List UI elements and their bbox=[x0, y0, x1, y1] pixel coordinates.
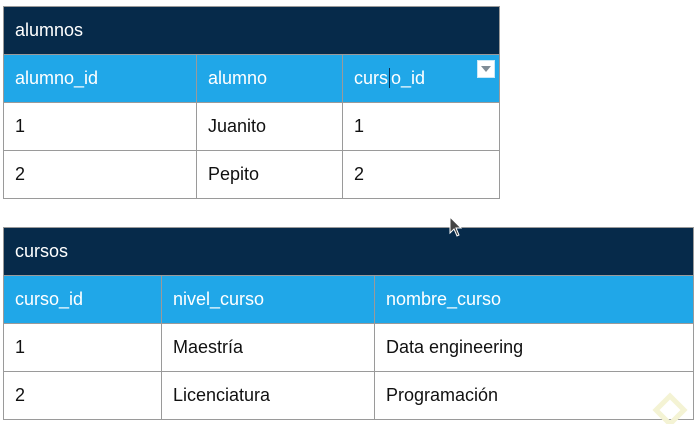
cell-curso-id[interactable]: 1 bbox=[3, 323, 162, 372]
cell-alumno[interactable]: Juanito bbox=[196, 102, 343, 151]
alumnos-table-title: alumnos bbox=[2, 6, 501, 55]
column-header-nivel-curso[interactable]: nivel_curso bbox=[161, 275, 375, 324]
watermark-logo-icon bbox=[652, 392, 688, 424]
cell-nivel-curso[interactable]: Licenciatura bbox=[161, 371, 375, 420]
column-header-alumno-id[interactable]: alumno_id bbox=[3, 54, 197, 103]
column-header-alumno[interactable]: alumno bbox=[196, 54, 343, 103]
cursos-table-title: cursos bbox=[3, 227, 694, 276]
curso-id-header-text-end: o_id bbox=[391, 68, 426, 88]
cell-curso-id[interactable]: 2 bbox=[341, 150, 501, 199]
cell-curso-id[interactable]: 1 bbox=[341, 102, 501, 151]
cursos-title-row: cursos bbox=[3, 227, 694, 276]
column-header-nombre-curso[interactable]: nombre_curso bbox=[374, 275, 694, 324]
cursos-header-row: curso_id nivel_curso nombre_curso bbox=[3, 275, 694, 324]
dropdown-filter-icon[interactable] bbox=[477, 60, 496, 78]
mouse-pointer-icon bbox=[449, 216, 463, 237]
table-row: 2 Licenciatura Programación bbox=[3, 371, 694, 420]
cell-curso-id[interactable]: 2 bbox=[3, 371, 162, 420]
table-row: 1 Maestría Data engineering bbox=[3, 323, 694, 372]
alumnos-title-row: alumnos bbox=[2, 6, 501, 55]
column-header-curso-id[interactable]: curso_id bbox=[3, 275, 162, 324]
cursos-table: cursos curso_id nivel_curso nombre_curso… bbox=[3, 227, 694, 420]
cell-nombre-curso[interactable]: Programación bbox=[374, 371, 694, 420]
table-row: 1 Juanito 1 bbox=[3, 102, 501, 151]
cell-alumno[interactable]: Pepito bbox=[196, 150, 343, 199]
curso-id-header-text-start: curs bbox=[354, 68, 389, 88]
table-row: 2 Pepito 2 bbox=[3, 150, 501, 199]
cell-alumno-id[interactable]: 2 bbox=[3, 150, 197, 199]
cell-nombre-curso[interactable]: Data engineering bbox=[374, 323, 694, 372]
cell-nivel-curso[interactable]: Maestría bbox=[161, 323, 375, 372]
cell-alumno-id[interactable]: 1 bbox=[3, 102, 197, 151]
text-caret bbox=[389, 68, 391, 88]
